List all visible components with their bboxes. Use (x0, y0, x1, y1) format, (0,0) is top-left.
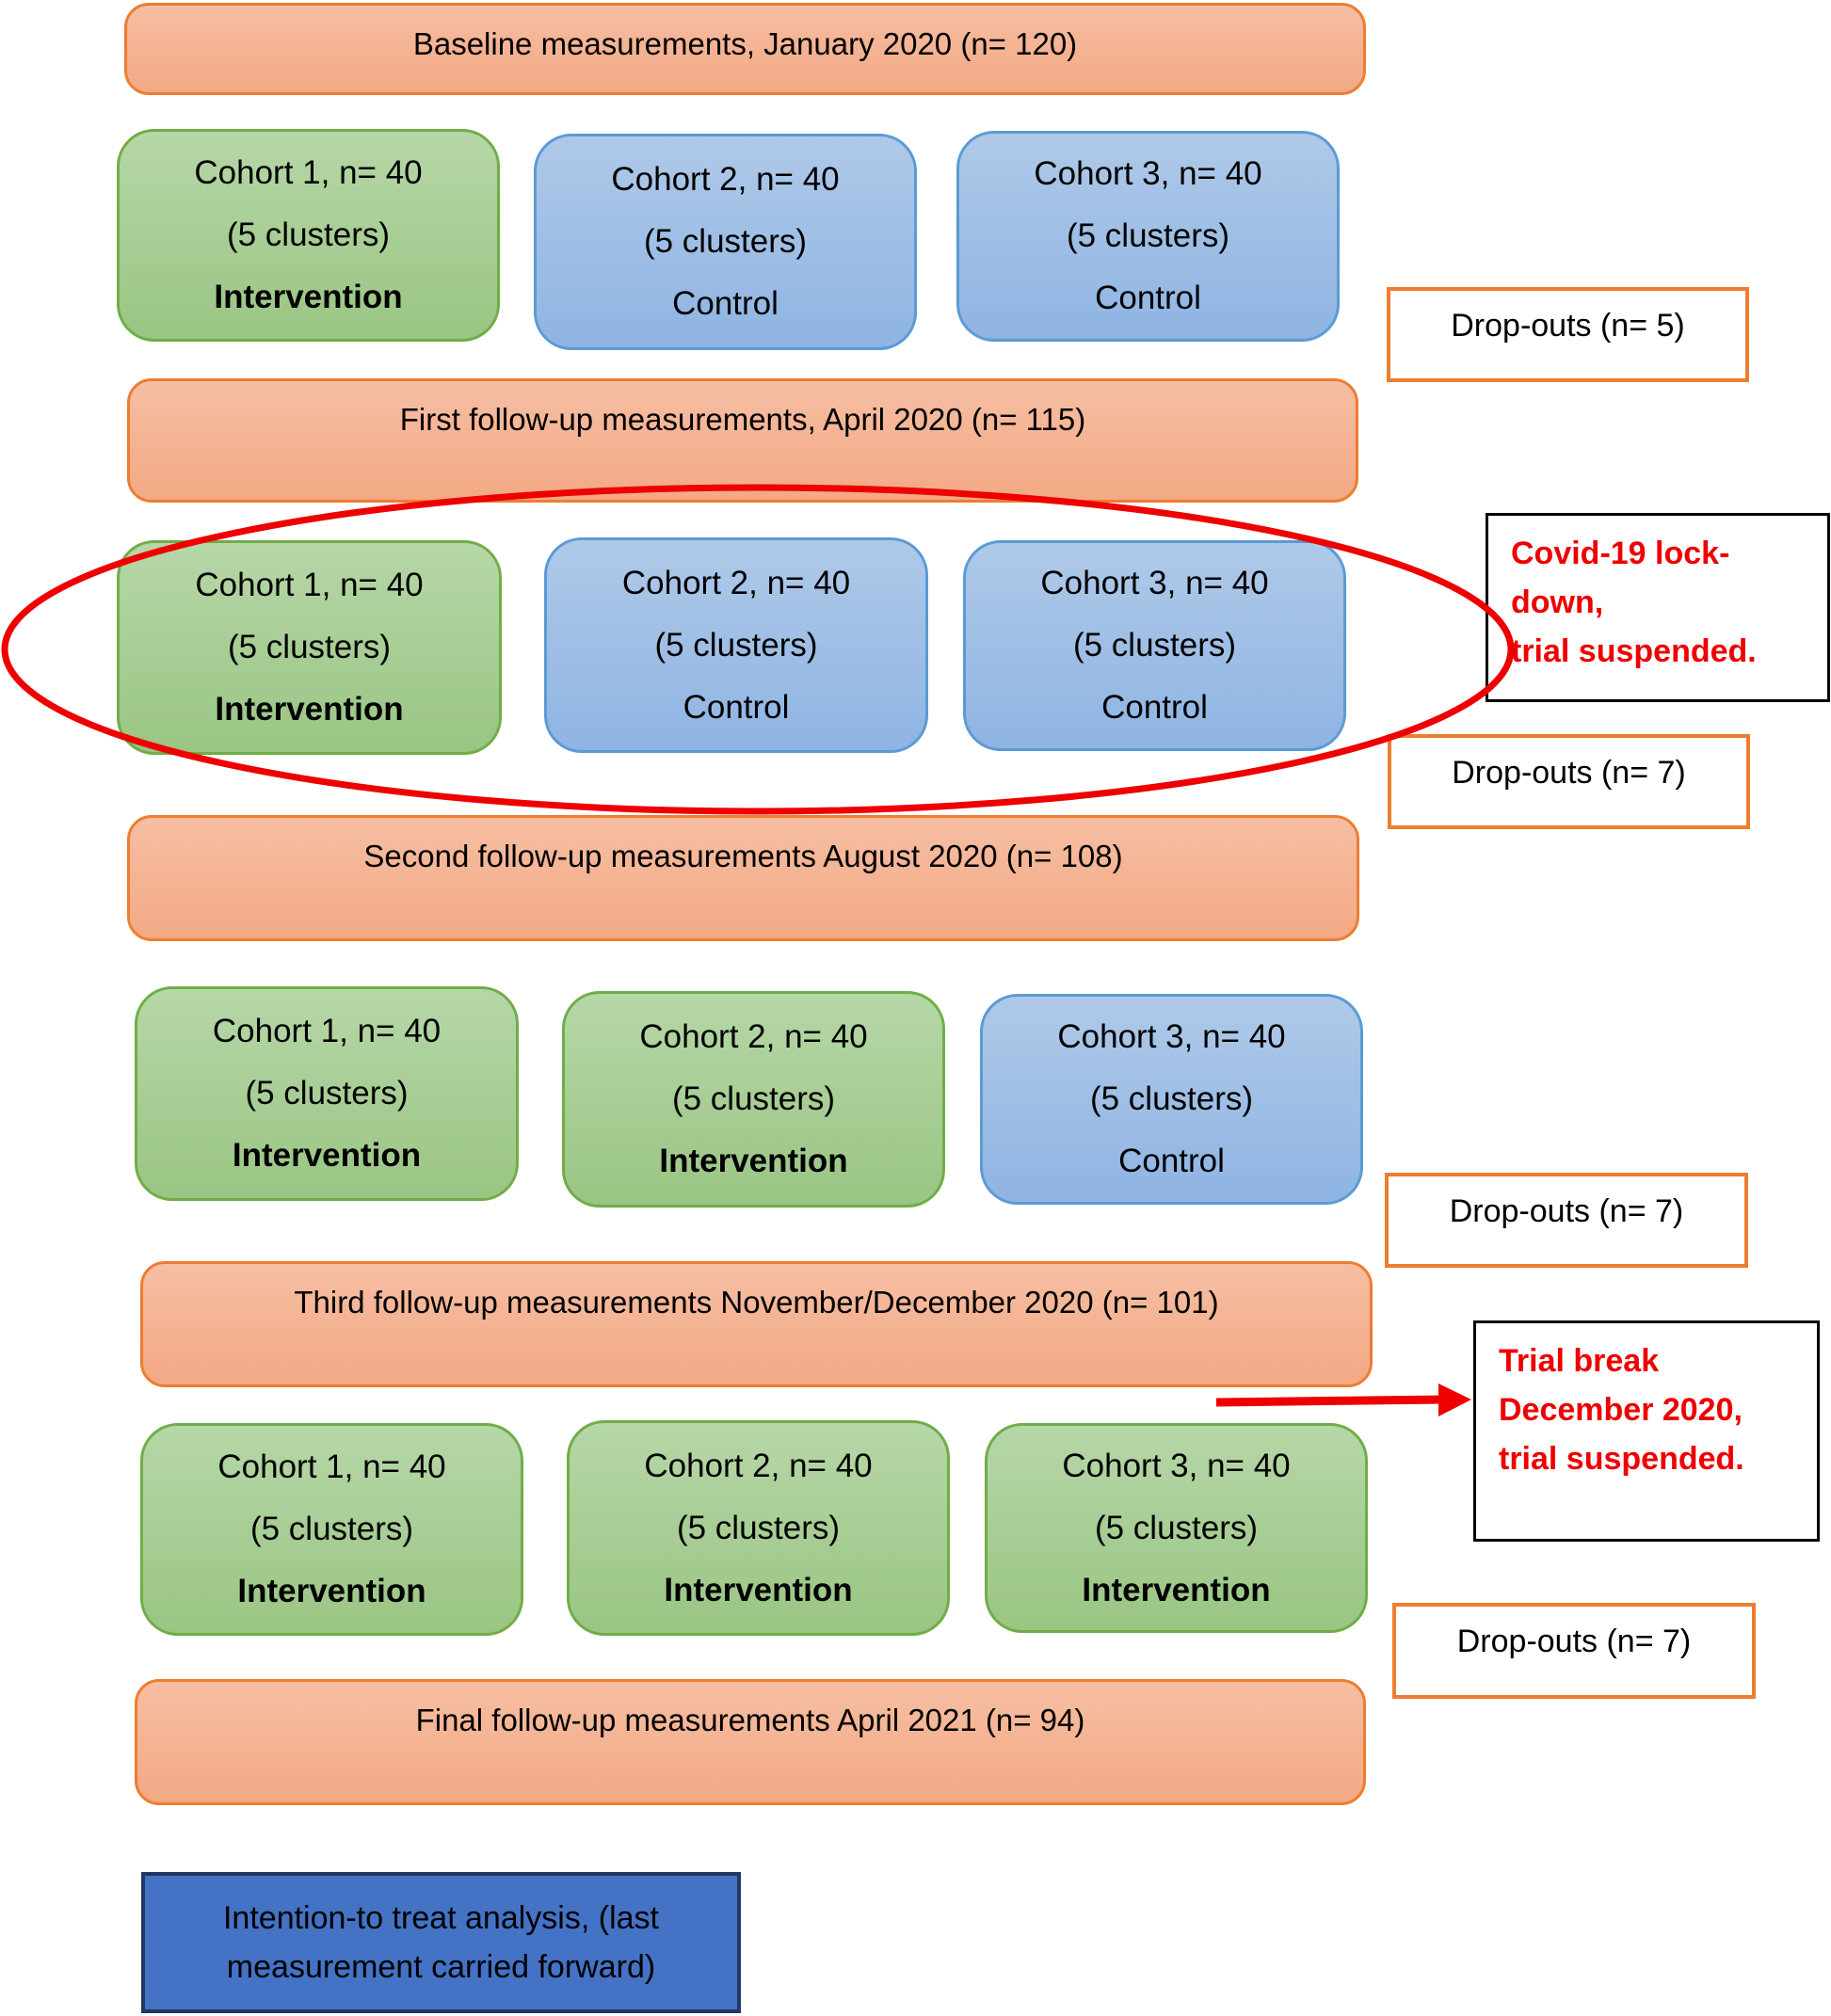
row2-cohort1: Cohort 1, n= 40 (5 clusters) Interventio… (117, 540, 502, 755)
cohort-arm: Intervention (237, 1573, 426, 1609)
note-line: Trial break (1499, 1343, 1660, 1379)
dropouts-label: Drop-outs (n= 5) (1451, 308, 1685, 344)
dropouts-box-4: Drop-outs (n= 7) (1392, 1603, 1756, 1699)
dropouts-label: Drop-outs (n= 7) (1456, 1624, 1692, 1659)
third-followup-label: Third follow-up measurements November/De… (294, 1285, 1219, 1320)
cohort-arm: Control (1118, 1143, 1225, 1179)
cohort-clusters: (5 clusters) (1066, 217, 1230, 254)
row1-cohort1: Cohort 1, n= 40 (5 clusters) Interventio… (117, 129, 500, 342)
baseline-measurements-label: Baseline measurements, January 2020 (n= … (412, 26, 1078, 61)
cohort-name: Cohort 1, n= 40 (212, 1013, 442, 1049)
cohort-clusters: (5 clusters) (1089, 1080, 1254, 1117)
cohort-arm: Intervention (1082, 1571, 1271, 1608)
intention-to-treat-box: Intention-to treat analysis, (last measu… (141, 1872, 741, 2013)
cohort-clusters: (5 clusters) (643, 223, 808, 260)
cohort-name: Cohort 2, n= 40 (621, 564, 851, 601)
trial-break-arrow-icon (1215, 1384, 1471, 1416)
cohort-name: Cohort 2, n= 40 (639, 1018, 868, 1055)
row3-cohort3: Cohort 3, n= 40 (5 clusters) Control (980, 994, 1363, 1205)
first-followup-label: First follow-up measurements, April 2020… (399, 402, 1086, 437)
first-followup-box: First follow-up measurements, April 2020… (127, 378, 1358, 503)
trial-break-note: Trial break December 2020, trial suspend… (1473, 1320, 1820, 1542)
cohort-name: Cohort 1, n= 40 (217, 1448, 446, 1485)
cohort-name: Cohort 2, n= 40 (644, 1447, 873, 1484)
cohort-clusters: (5 clusters) (671, 1080, 836, 1117)
cohort-arm: Intervention (215, 691, 404, 728)
cohort-arm: Intervention (214, 279, 403, 315)
cohort-arm: Control (1095, 280, 1201, 316)
cohort-name: Cohort 3, n= 40 (1057, 1018, 1286, 1055)
dropouts-label: Drop-outs (n= 7) (1452, 755, 1686, 791)
cohort-name: Cohort 3, n= 40 (1040, 565, 1269, 601)
dropouts-box-3: Drop-outs (n= 7) (1385, 1173, 1748, 1268)
baseline-measurements-box: Baseline measurements, January 2020 (n= … (124, 3, 1366, 95)
itt-line: measurement carried forward) (226, 1949, 656, 1985)
row3-cohort1: Cohort 1, n= 40 (5 clusters) Interventio… (135, 986, 519, 1201)
cohort-clusters: (5 clusters) (227, 629, 392, 665)
note-line: down, (1511, 584, 1604, 620)
cohort-clusters: (5 clusters) (226, 216, 391, 253)
note-line: Covid-19 lock- (1511, 536, 1730, 571)
row1-cohort3: Cohort 3, n= 40 (5 clusters) Control (956, 131, 1340, 342)
row2-cohort2: Cohort 2, n= 40 (5 clusters) Control (544, 537, 928, 753)
third-followup-box: Third follow-up measurements November/De… (140, 1261, 1373, 1387)
note-line: trial suspended. (1499, 1441, 1744, 1477)
row3-cohort2: Cohort 2, n= 40 (5 clusters) Interventio… (562, 991, 945, 1208)
cohort-clusters: (5 clusters) (654, 626, 818, 664)
final-followup-label: Final follow-up measurements April 2021 … (415, 1703, 1085, 1737)
cohort-name: Cohort 3, n= 40 (1034, 155, 1262, 192)
cohort-arm: Intervention (664, 1571, 853, 1608)
cohort-clusters: (5 clusters) (676, 1509, 841, 1546)
cohort-arm: Control (683, 688, 790, 726)
covid-lockdown-note: Covid-19 lock- down, trial suspended. (1486, 513, 1830, 702)
dropouts-label: Drop-outs (n= 7) (1449, 1193, 1684, 1229)
cohort-name: Cohort 2, n= 40 (611, 161, 840, 198)
cohort-arm: Intervention (232, 1137, 422, 1174)
cohort-name: Cohort 3, n= 40 (1062, 1447, 1291, 1484)
itt-line: Intention-to treat analysis, (last (222, 1900, 659, 1936)
cohort-clusters: (5 clusters) (1094, 1509, 1259, 1546)
cohort-clusters: (5 clusters) (1072, 627, 1237, 664)
row4-cohort1: Cohort 1, n= 40 (5 clusters) Interventio… (140, 1423, 523, 1636)
final-followup-box: Final follow-up measurements April 2021 … (135, 1679, 1366, 1805)
cohort-arm: Control (1101, 689, 1208, 726)
cohort-name: Cohort 1, n= 40 (194, 154, 423, 191)
note-line: December 2020, (1499, 1392, 1743, 1428)
note-line: trial suspended. (1511, 633, 1757, 669)
dropouts-box-2: Drop-outs (n= 7) (1388, 734, 1750, 829)
row4-cohort3: Cohort 3, n= 40 (5 clusters) Interventio… (985, 1423, 1368, 1633)
row1-cohort2: Cohort 2, n= 40 (5 clusters) Control (534, 134, 917, 350)
second-followup-box: Second follow-up measurements August 202… (127, 815, 1359, 941)
cohort-arm: Intervention (659, 1143, 848, 1179)
second-followup-label: Second follow-up measurements August 202… (363, 839, 1123, 873)
dropouts-box-1: Drop-outs (n= 5) (1387, 287, 1749, 382)
row4-cohort2: Cohort 2, n= 40 (5 clusters) Interventio… (567, 1420, 950, 1636)
cohort-clusters: (5 clusters) (245, 1075, 409, 1112)
cohort-arm: Control (672, 285, 779, 322)
cohort-clusters: (5 clusters) (249, 1511, 414, 1547)
cohort-name: Cohort 1, n= 40 (195, 567, 424, 603)
row2-cohort3: Cohort 3, n= 40 (5 clusters) Control (963, 540, 1346, 751)
